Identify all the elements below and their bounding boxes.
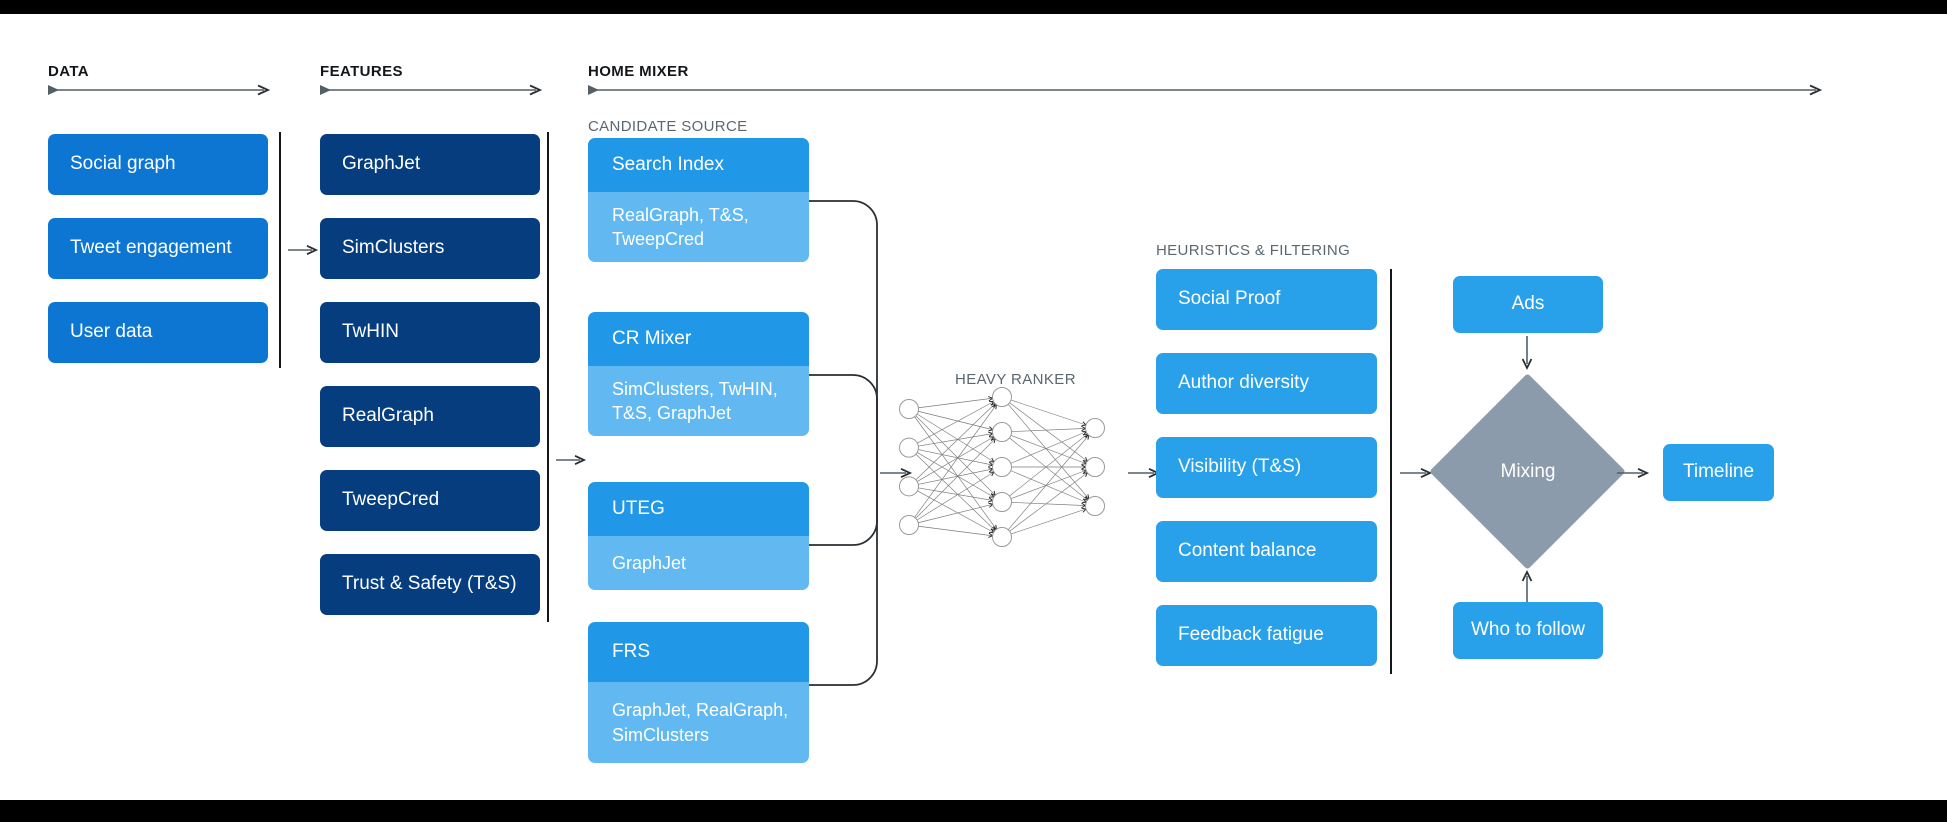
subsection-title-heavy-ranker: HEAVY RANKER <box>955 371 1076 388</box>
subsection-title-heuristics: HEURISTICS & FILTERING <box>1156 242 1351 259</box>
data-box-social-graph[interactable]: Social graph <box>48 134 268 195</box>
feature-box-label: GraphJet <box>342 153 421 175</box>
feature-box-realgraph[interactable]: RealGraph <box>320 386 540 447</box>
feature-box-graphjet[interactable]: GraphJet <box>320 134 540 195</box>
candidate-source-connectors <box>809 184 909 686</box>
arrow-data-to-features <box>288 243 319 261</box>
feature-box-label: RealGraph <box>342 405 434 427</box>
candidate-source-features: GraphJet <box>588 536 809 590</box>
data-header-arrow <box>48 84 272 96</box>
divider-heuristics-output <box>1390 269 1392 674</box>
heuristic-box-label: Social Proof <box>1178 288 1281 310</box>
candidate-source-card-cr-mixer[interactable]: CR Mixer SimClusters, TwHIN, T&S, GraphJ… <box>588 312 809 436</box>
arrow-ads-to-mixing <box>1520 336 1534 375</box>
arrow-heuristics-to-mixing <box>1400 466 1433 484</box>
heuristic-box-visibility[interactable]: Visibility (T&S) <box>1156 437 1377 498</box>
arrow-mixing-to-timeline <box>1617 466 1650 484</box>
feature-box-trust-safety[interactable]: Trust & Safety (T&S) <box>320 554 540 615</box>
mixing-label: Mixing <box>1500 461 1556 482</box>
feature-box-label: SimClusters <box>342 237 445 259</box>
heuristic-box-author-diversity[interactable]: Author diversity <box>1156 353 1377 414</box>
divider-features-mixer <box>547 132 549 622</box>
candidate-source-features: RealGraph, T&S, TweepCred <box>588 192 809 262</box>
heuristic-box-label: Visibility (T&S) <box>1178 456 1302 478</box>
data-box-label: Social graph <box>70 153 176 175</box>
candidate-source-card-frs[interactable]: FRS GraphJet, RealGraph, SimClusters <box>588 622 809 763</box>
heuristic-box-label: Content balance <box>1178 540 1317 562</box>
features-header-arrow <box>320 84 544 96</box>
diagram-canvas: DATA FEATURES HOME MIXER CANDIDATE SOURC… <box>0 14 1947 800</box>
candidate-source-name: CR Mixer <box>588 312 809 366</box>
output-box-ads[interactable]: Ads <box>1453 276 1603 333</box>
arrow-features-to-mixer <box>556 453 587 471</box>
data-box-user-data[interactable]: User data <box>48 302 268 363</box>
output-box-label: Timeline <box>1682 461 1755 483</box>
section-title-features: FEATURES <box>320 63 403 80</box>
candidate-source-features: GraphJet, RealGraph, SimClusters <box>588 682 809 763</box>
section-title-home-mixer: HOME MIXER <box>588 63 689 80</box>
output-box-label: Who to follow <box>1470 619 1586 641</box>
data-box-label: Tweet engagement <box>70 237 232 259</box>
home-mixer-header-arrow <box>588 84 1824 96</box>
data-box-label: User data <box>70 321 153 343</box>
feature-box-label: Trust & Safety (T&S) <box>342 573 517 595</box>
heuristic-box-feedback-fatigue[interactable]: Feedback fatigue <box>1156 605 1377 666</box>
data-box-tweet-engagement[interactable]: Tweet engagement <box>48 218 268 279</box>
feature-box-label: TwHIN <box>342 321 399 343</box>
heuristic-box-social-proof[interactable]: Social Proof <box>1156 269 1377 330</box>
arrow-candidates-to-ranker <box>880 466 913 484</box>
subsection-title-candidate-source: CANDIDATE SOURCE <box>588 118 748 135</box>
candidate-source-name: Search Index <box>588 138 809 192</box>
feature-box-label: TweepCred <box>342 489 440 511</box>
mixing-diamond[interactable]: Mixing <box>1429 373 1626 570</box>
heuristic-box-label: Feedback fatigue <box>1178 624 1324 646</box>
arrow-who-to-follow-to-mixing <box>1520 569 1534 609</box>
heuristic-box-content-balance[interactable]: Content balance <box>1156 521 1377 582</box>
divider-data-features <box>279 132 281 368</box>
candidate-source-card-uteg[interactable]: UTEG GraphJet <box>588 482 809 590</box>
candidate-source-features: SimClusters, TwHIN, T&S, GraphJet <box>588 366 809 436</box>
section-title-data: DATA <box>48 63 90 80</box>
heavy-ranker-network <box>895 387 1110 547</box>
feature-box-tweepcred[interactable]: TweepCred <box>320 470 540 531</box>
feature-box-simclusters[interactable]: SimClusters <box>320 218 540 279</box>
output-box-who-to-follow[interactable]: Who to follow <box>1453 602 1603 659</box>
candidate-source-name: UTEG <box>588 482 809 536</box>
output-box-timeline[interactable]: Timeline <box>1663 444 1774 501</box>
output-box-label: Ads <box>1511 293 1545 315</box>
candidate-source-name: FRS <box>588 622 809 682</box>
candidate-source-card-search-index[interactable]: Search Index RealGraph, T&S, TweepCred <box>588 138 809 262</box>
feature-box-twhin[interactable]: TwHIN <box>320 302 540 363</box>
heuristic-box-label: Author diversity <box>1178 372 1309 394</box>
